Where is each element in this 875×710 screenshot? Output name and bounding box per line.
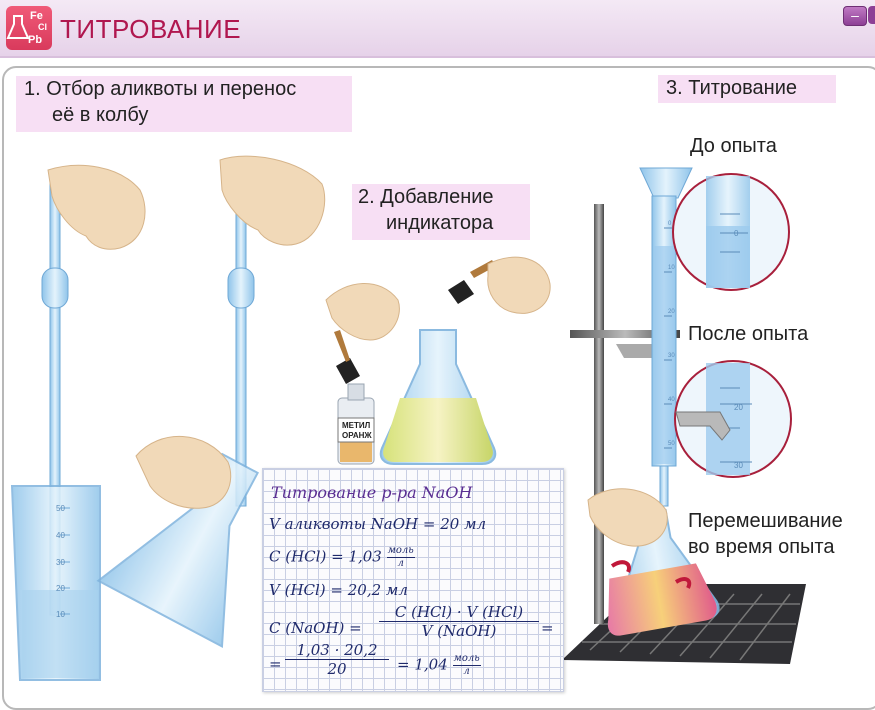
chemistry-app-icon: Fe Cl Pb [6, 6, 52, 50]
hand-dropper-right [487, 256, 551, 314]
cylinder-tick-40: 40 [56, 531, 65, 540]
step1-line2: её в колбу [52, 104, 149, 126]
burette-tick-40: 40 [668, 397, 675, 403]
hcl-concentration-value: C (HCl) = 1,03 [269, 547, 382, 566]
unit-num: моль [386, 545, 415, 558]
mixing-label: Перемешивание во время опыта [688, 508, 843, 560]
lab-illustration: 50 40 30 20 10 МЕТИЛ ОРАНЖ [10, 155, 806, 681]
step3-label: 3. Титрование [658, 75, 836, 103]
cylinder-tick-50: 50 [56, 504, 65, 513]
pipette-left [41, 174, 69, 616]
cylinder-tick-20: 20 [56, 584, 65, 593]
hand-left [47, 164, 146, 250]
burette [639, 167, 693, 507]
step1-label: 1. Отбор аликвоты и перенос её в колбу [16, 76, 352, 132]
zoom-after [674, 360, 792, 478]
app-title: ТИТРОВАНИЕ [60, 14, 242, 44]
stand-rod [594, 204, 604, 624]
zoom-before-reading: 0 [734, 229, 739, 238]
burette-tick-30: 30 [668, 353, 675, 359]
hand-dropper-left [325, 283, 400, 341]
notebook-line4-equals: = [541, 619, 554, 637]
notebook-title: Титрование р-ра NaOH [271, 483, 473, 502]
notebook-line-hcl-volume: V (HCl) = 20,2 мл [269, 581, 408, 599]
title-bar: Fe Cl Pb ТИТРОВАНИЕ – [0, 0, 875, 58]
hand-right [219, 155, 326, 246]
step3-line1: 3. Титрование [666, 77, 798, 99]
notebook-line4-lhs: C (NaOH) = [269, 619, 362, 637]
formula-numerator: C (HCl) · V (HCl) [379, 603, 539, 622]
notebook-line5-equals: = [269, 655, 282, 673]
calc-denominator: 20 [327, 660, 347, 678]
calc-fraction: 1,03 · 20,2 20 [285, 641, 389, 678]
zoom-before [672, 173, 790, 291]
hand-swirling-flask [587, 488, 668, 547]
icon-symbol-cl: Cl [38, 22, 47, 32]
burette-tick-20: 20 [668, 309, 675, 315]
icon-symbol-pb: Pb [28, 34, 43, 46]
bottle-label-line2: ОРАНЖ [342, 431, 372, 440]
cylinder-tick-10: 10 [56, 610, 65, 619]
conical-flask [379, 329, 497, 465]
formula-denominator: V (NaOH) [421, 622, 497, 640]
zoom-after-reading-30: 30 [734, 461, 743, 470]
maximize-button[interactable] [868, 6, 875, 24]
zoom-after-reading-20: 20 [734, 403, 743, 412]
after-experiment-label: После опыта [688, 323, 809, 345]
flask-icon [6, 15, 30, 39]
hand-holding-flask [135, 436, 232, 509]
result-unit-den: л [463, 666, 470, 677]
unit-den: л [397, 558, 404, 569]
step2-label: 2. Добавление индикатора [352, 184, 530, 240]
result-unit-num: моль [452, 653, 481, 666]
before-experiment-label: До опыта [690, 135, 777, 157]
minimize-button[interactable]: – [843, 6, 867, 26]
cylinder-tick-30: 30 [56, 558, 65, 567]
dropper-left [334, 330, 360, 384]
burette-tick-10: 10 [668, 265, 675, 271]
graduated-cylinder [10, 485, 101, 681]
calc-numerator: 1,03 · 20,2 [285, 641, 389, 660]
result-value: = 1,04 [397, 655, 448, 674]
step1-line1: 1. Отбор аликвоты и перенос [24, 78, 297, 100]
calculation-notebook: Титрование р-ра NaOH V аликвоты NaOH = 2… [262, 468, 564, 692]
indicator-bottle [337, 383, 375, 465]
burette-tick-0: 0 [668, 221, 672, 227]
burette-tick-50: 50 [668, 441, 675, 447]
mixing-line2: во время опыта [688, 536, 835, 558]
mixing-line1: Перемешивание [688, 510, 843, 532]
icon-symbol-fe: Fe [30, 10, 43, 22]
notebook-line-aliquot: V аликвоты NaOH = 20 мл [269, 515, 487, 533]
formula-fraction: C (HCl) · V (HCl) V (NaOH) [379, 603, 539, 640]
step2-line1: 2. Добавление [358, 186, 494, 208]
bottle-label-line1: МЕТИЛ [342, 421, 371, 430]
step2-line2: индикатора [386, 212, 494, 234]
